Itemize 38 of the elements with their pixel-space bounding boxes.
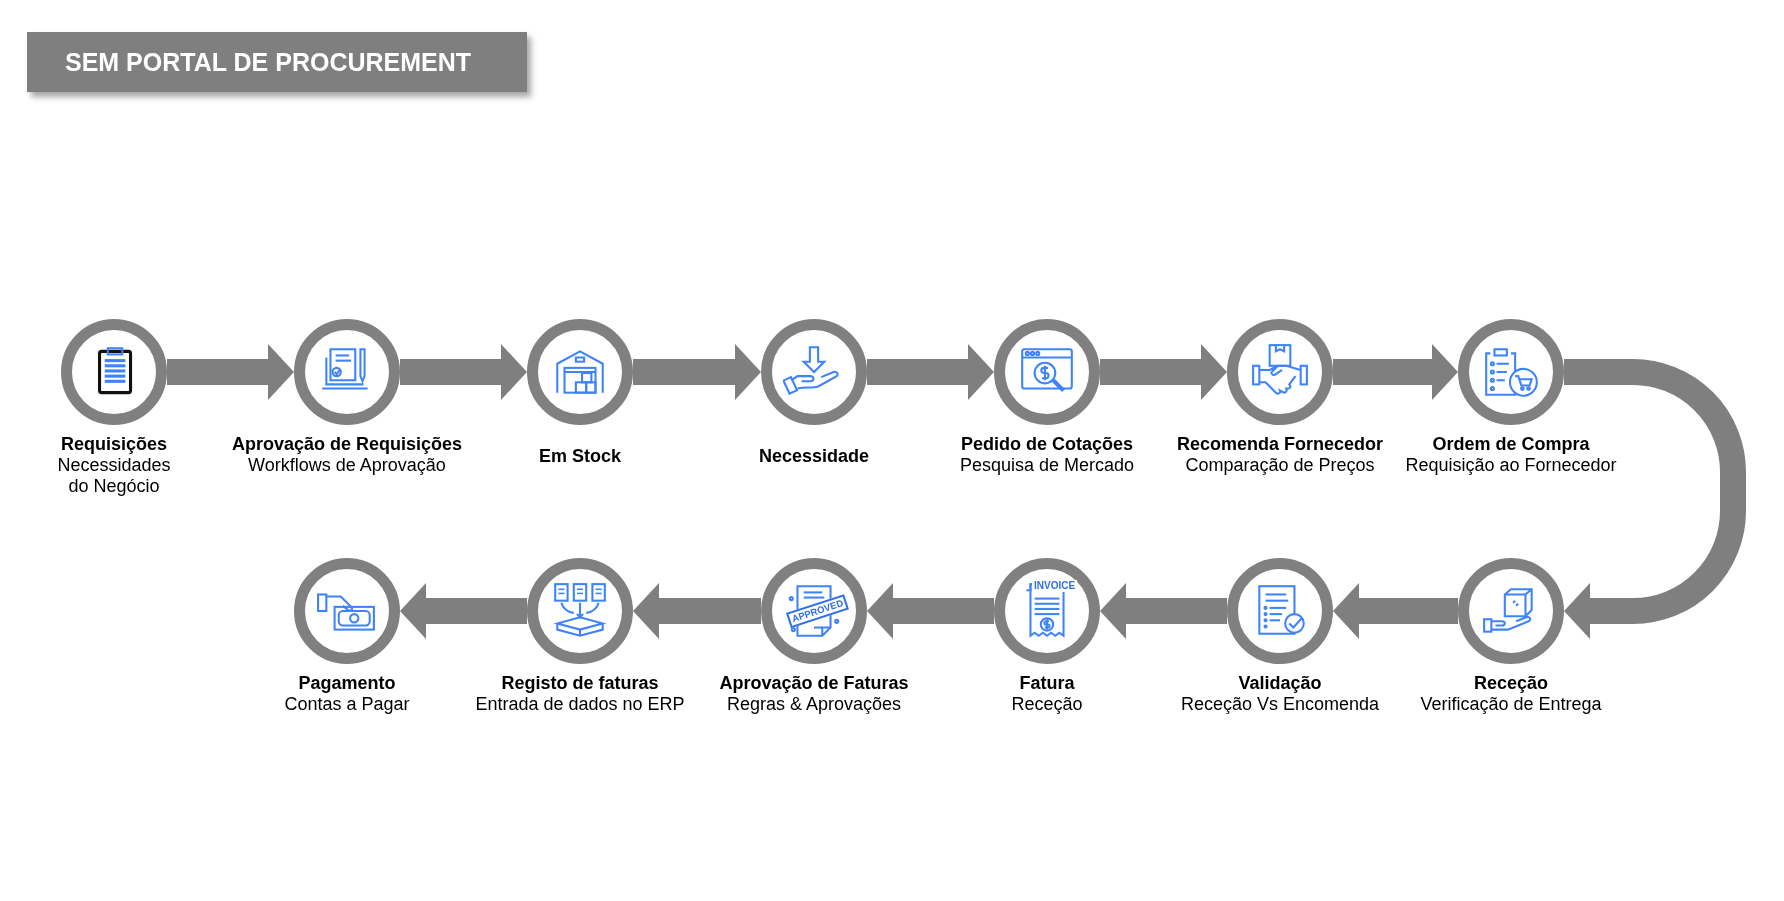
step-title: Necessidade xyxy=(757,446,871,467)
step-description: Receção Vs Encomenda xyxy=(1179,694,1381,715)
step-title: Ordem de Compra xyxy=(1431,434,1591,455)
flow-arrow xyxy=(633,583,761,639)
step-title: Requisições xyxy=(59,434,168,455)
step-description: Workflows de Aprovação xyxy=(247,455,447,476)
flow-arrow xyxy=(1333,583,1458,639)
step-title: Aprovação de Faturas xyxy=(718,673,910,694)
step-description: Comparação de Preços xyxy=(1184,455,1376,476)
step-description: Necessidades do Negócio xyxy=(56,455,172,497)
step-title: Pagamento xyxy=(297,673,397,694)
flow-arrow xyxy=(1564,359,1746,639)
step-description: Entrada de dados no ERP xyxy=(474,694,686,715)
step-title: Em Stock xyxy=(538,446,622,467)
stamp-text: INVOICE xyxy=(1032,580,1078,592)
step-description: Requisição ao Fornecedor xyxy=(1404,455,1618,476)
flow-arrow xyxy=(400,583,527,639)
title-banner: SEM PORTAL DE PROCUREMENT xyxy=(27,32,527,92)
step-description: Receção xyxy=(1010,694,1084,715)
step-title: Pedido de Cotações xyxy=(959,434,1134,455)
flow-arrow xyxy=(633,344,761,400)
step-title: Recomenda Fornecedor xyxy=(1175,434,1385,455)
step-title: Receção xyxy=(1472,673,1550,694)
flow-arrow xyxy=(867,583,994,639)
step-title: Aprovação de Requisições xyxy=(230,434,464,455)
flow-arrow xyxy=(1100,583,1227,639)
flow-arrow xyxy=(1333,344,1458,400)
step-description: Pesquisa de Mercado xyxy=(958,455,1136,476)
flow-arrow xyxy=(1100,344,1227,400)
flow-arrow xyxy=(400,344,527,400)
flow-arrow xyxy=(167,344,294,400)
step-description: Regras & Aprovações xyxy=(725,694,903,715)
step-description: Contas a Pagar xyxy=(283,694,411,715)
step-title: Fatura xyxy=(1018,673,1076,694)
step-title: Registo de faturas xyxy=(500,673,660,694)
step-description: Verificação de Entrega xyxy=(1419,694,1603,715)
flow-arrow xyxy=(867,344,994,400)
step-title: Validação xyxy=(1237,673,1323,694)
